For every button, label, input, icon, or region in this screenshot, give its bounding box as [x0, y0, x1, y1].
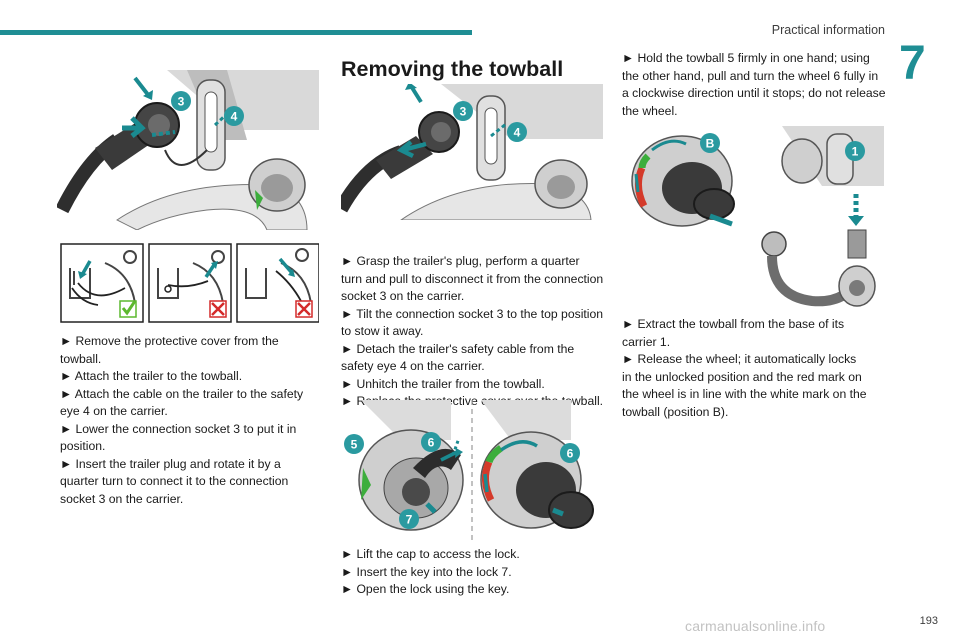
figure-extract-towball: B 1	[622, 126, 884, 316]
header-accent-bar	[0, 30, 472, 35]
instruction-line: towball (position B).	[622, 404, 729, 419]
instruction-line: position.	[60, 439, 106, 453]
instruction-line: ► Extract the towball from the base of i…	[622, 317, 845, 331]
label-badge-3: 3	[171, 91, 191, 111]
instruction-line: socket 3 on the carrier.	[341, 289, 465, 303]
instruction-line: ► Lift the cap to access the lock.	[341, 547, 520, 561]
section-title: Practical information	[771, 23, 885, 37]
figure-cable-options	[60, 243, 319, 323]
label-badge-6: 6	[421, 432, 441, 452]
instruction-line: ► Open the lock using the key.	[341, 582, 510, 596]
instruction-line: in the unlocked position and the red mar…	[622, 369, 862, 384]
chapter-number: 7	[899, 37, 926, 90]
col2-instructions-bottom: ► Lift the cap to access the lock. ► Ins…	[341, 546, 611, 599]
label-badge-1: 1	[845, 141, 865, 161]
col1-instructions: ► Remove the protective cover from the t…	[60, 333, 322, 508]
instruction-line: ► Attach the trailer to the towball.	[60, 369, 243, 383]
instruction-line: ► Attach the cable on the trailer to the…	[60, 386, 304, 401]
instruction-line: eye 4 on the carrier.	[60, 404, 168, 418]
svg-text:3: 3	[460, 105, 467, 119]
instruction-line: ► Hold the towball 5 firmly in one hand;…	[622, 51, 870, 65]
label-badge-7: 7	[399, 509, 419, 529]
watermark: carmanualsonline.info	[685, 618, 826, 634]
svg-text:4: 4	[231, 110, 238, 124]
instruction-line: a clockwise direction until it stops; do…	[622, 86, 886, 100]
svg-text:B: B	[706, 137, 715, 151]
label-badge-B: B	[700, 133, 720, 153]
instruction-line: the wheel is in line with the white mark…	[622, 387, 867, 401]
svg-text:5: 5	[351, 438, 358, 452]
svg-text:3: 3	[178, 95, 185, 109]
svg-text:6: 6	[428, 436, 435, 450]
instruction-line: ► Insert the trailer plug and rotate it …	[60, 456, 281, 471]
svg-text:6: 6	[567, 447, 574, 461]
col3-instructions-top: ► Hold the towball 5 firmly in one hand;…	[622, 50, 892, 120]
svg-text:1: 1	[852, 145, 859, 159]
instruction-line: safety eye 4 on the carrier.	[341, 359, 485, 373]
instruction-line: ► Insert the key into the lock 7.	[341, 564, 512, 579]
label-badge-4: 4	[507, 122, 527, 142]
instruction-line: to stow it away.	[341, 324, 424, 338]
instruction-line: the wheel.	[622, 103, 678, 118]
instruction-line: ► Detach the trailer's safety cable from…	[341, 341, 575, 356]
instruction-line: quarter turn to connect it to the connec…	[60, 474, 289, 488]
svg-text:7: 7	[406, 513, 413, 527]
instruction-line: ► Unhitch the trailer from the towball.	[341, 376, 545, 391]
instruction-line: the other hand, pull and turn the wheel …	[622, 68, 879, 83]
col3-instructions-bottom: ► Extract the towball from the base of i…	[622, 316, 892, 421]
instruction-line: socket 3 on the carrier.	[60, 491, 184, 506]
instruction-line: ► Remove the protective cover from the	[60, 334, 279, 348]
col2-instructions-top: ► Grasp the trailer's plug, perform a qu…	[341, 253, 611, 411]
label-badge-6: 6	[560, 443, 580, 463]
instruction-line: ► Release the wheel; it automatically lo…	[622, 352, 857, 366]
instruction-line: ► Grasp the trailer's plug, perform a qu…	[341, 254, 580, 268]
instruction-line: ► Lower the connection socket 3 to put i…	[60, 421, 297, 436]
figure-connect-socket: 3 4	[57, 70, 319, 230]
label-badge-5: 5	[344, 434, 364, 454]
instruction-line: carrier 1.	[622, 334, 671, 349]
instruction-line: ► Tilt the connection socket 3 to the to…	[341, 306, 604, 321]
figure-lock-key: 5 6 7 6	[341, 400, 603, 540]
section-heading: Removing the towball	[341, 57, 564, 81]
instruction-line: towball.	[60, 351, 102, 366]
page-number: 193	[919, 615, 938, 627]
svg-text:4: 4	[514, 126, 521, 140]
label-badge-3: 3	[453, 101, 473, 121]
instruction-line: turn and pull to disconnect it from the …	[341, 271, 604, 286]
label-badge-4: 4	[224, 106, 244, 126]
figure-disconnect-socket: 3 4	[341, 84, 603, 220]
